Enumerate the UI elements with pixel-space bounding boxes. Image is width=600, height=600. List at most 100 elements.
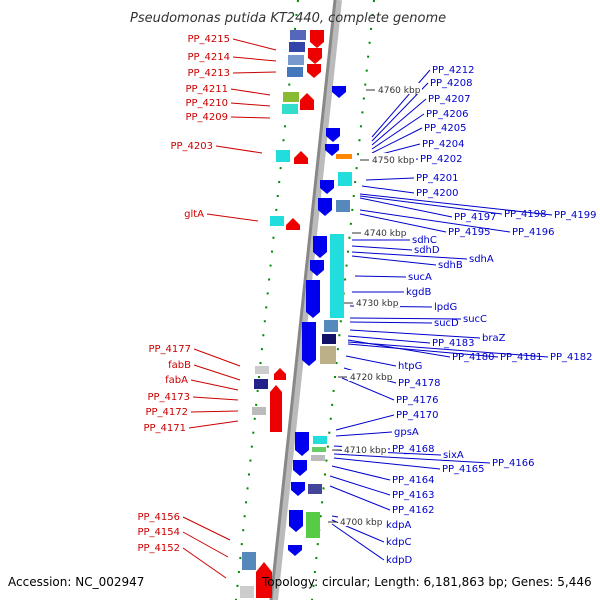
gene-box	[276, 150, 290, 162]
forward-gene-arrow	[306, 280, 320, 318]
connector-faba	[190, 379, 239, 391]
connector-pp-4180	[347, 339, 451, 358]
gene-box	[306, 512, 320, 538]
reverse-gene-arrow	[310, 30, 324, 48]
connector-braz	[349, 329, 481, 339]
left-label-column: PP_4215PP_4214PP_4213PP_4211PP_4210PP_42…	[137, 34, 230, 554]
gene-label-pp-4203: PP_4203	[170, 141, 213, 152]
gene-label-pp-4173: PP_4173	[147, 392, 190, 403]
gene-label-pp-4211: PP_4211	[185, 84, 228, 95]
gene-box	[282, 104, 298, 114]
left-tick-track	[235, 0, 299, 600]
gene-label-pp-4172: PP_4172	[145, 407, 188, 418]
gene-box	[240, 586, 254, 598]
forward-gene-arrow	[310, 260, 324, 276]
gene-label-kdpd: kdpD	[386, 555, 412, 566]
forward-gene-arrow	[313, 236, 327, 258]
gene-label-pp-4163: PP_4163	[392, 490, 435, 501]
gene-label-kgdb: kgdB	[406, 287, 431, 298]
kbp-label-background	[376, 83, 422, 94]
gene-box	[324, 320, 338, 332]
gene-label-pp-4206: PP_4206	[426, 109, 469, 120]
gene-label-pp-4204: PP_4204	[422, 139, 465, 150]
connector-kdpd	[331, 523, 385, 561]
connector-pp-4203	[215, 145, 263, 154]
topology-text: Topology: circular; Length: 6,181,863 bp…	[261, 575, 592, 589]
gene-label-suca: sucA	[408, 272, 432, 283]
connector-pp-4209	[230, 116, 271, 119]
gene-label-pp-4196: PP_4196	[512, 227, 555, 238]
gene-label-pp-4198: PP_4198	[504, 209, 547, 220]
connector-pp-4200	[361, 185, 415, 194]
gene-box	[288, 55, 304, 65]
connector-pp-4213	[232, 71, 277, 74]
connector-pp-4210	[230, 102, 271, 107]
connector-gpsa	[335, 431, 393, 437]
reverse-gene-arrow	[256, 562, 272, 598]
gene-box	[338, 172, 352, 186]
kbp-label-background	[342, 443, 388, 454]
connector-pp-4156	[182, 516, 231, 541]
kbp-label: 4760 kbp	[378, 86, 421, 96]
reverse-gene-arrow	[286, 218, 300, 230]
gene-label-pp-4178: PP_4178	[398, 378, 441, 389]
reverse-gene-arrow	[308, 48, 322, 64]
connector-pp-4165	[333, 457, 441, 470]
gene-box	[308, 484, 322, 494]
gene-label-pp-4177: PP_4177	[148, 344, 191, 355]
gene-label-htpg: htpG	[398, 361, 422, 372]
right-label-connectors	[329, 69, 553, 561]
gene-label-sdha: sdhA	[469, 254, 494, 265]
gene-box	[270, 216, 284, 226]
connector-pp-4198	[359, 195, 503, 215]
backbone	[235, 0, 375, 600]
forward-gene-arrow	[293, 460, 307, 476]
connector-pp-4197	[359, 197, 453, 218]
reverse-gene-arrow	[270, 385, 282, 432]
gene-box	[336, 200, 350, 212]
kbp-label-background	[370, 153, 416, 164]
accession-text: Accession: NC_002947	[8, 575, 144, 589]
forward-strand-genes	[288, 86, 352, 556]
connector-sdhd	[351, 245, 413, 251]
connector-pp-4207	[371, 98, 427, 146]
connector-pp-4163	[329, 475, 391, 496]
connector-pp-4154	[182, 531, 229, 558]
forward-gene-arrow	[289, 510, 303, 532]
gene-label-braz: braZ	[482, 333, 506, 344]
kbp-label: 4720 kbp	[350, 373, 393, 383]
gene-label-pp-4182: PP_4182	[550, 352, 593, 363]
kbp-label-background	[338, 515, 384, 526]
gene-label-sixa: sixA	[443, 450, 464, 461]
gene-label-pp-4212: PP_4212	[432, 65, 475, 76]
gene-label-pp-4205: PP_4205	[424, 123, 467, 134]
gene-label-pp-4168: PP_4168	[392, 444, 435, 455]
connector-sdhb	[351, 255, 437, 266]
connector-pp-4212	[371, 69, 431, 138]
gene-label-pp-4154: PP_4154	[137, 527, 180, 538]
gene-label-lpdg: lpdG	[434, 302, 457, 313]
forward-gene-arrow	[288, 545, 302, 556]
gene-box	[313, 436, 327, 444]
connector-pp-4172	[190, 410, 239, 413]
forward-gene-arrow	[318, 198, 332, 216]
gene-label-glta: gltA	[184, 209, 204, 220]
connector-pp-4177	[193, 348, 241, 367]
connector-succ	[349, 317, 462, 320]
gene-box	[254, 379, 268, 389]
connector-pp-4171	[188, 420, 239, 429]
gene-box	[283, 92, 299, 102]
gene-box	[336, 154, 352, 159]
gene-label-gpsa: gpsA	[394, 427, 419, 438]
connector-pp-4166	[333, 453, 491, 464]
kbp-label-background	[348, 370, 394, 381]
gene-label-pp-4213: PP_4213	[187, 68, 230, 79]
connector-pp-4205	[371, 127, 423, 154]
connector-pp-4182	[347, 341, 549, 358]
gene-box	[252, 407, 266, 415]
gene-label-pp-4200: PP_4200	[416, 188, 459, 199]
forward-gene-arrow	[325, 144, 339, 156]
kbp-label-background	[354, 296, 400, 307]
forward-gene-arrow	[320, 180, 334, 194]
